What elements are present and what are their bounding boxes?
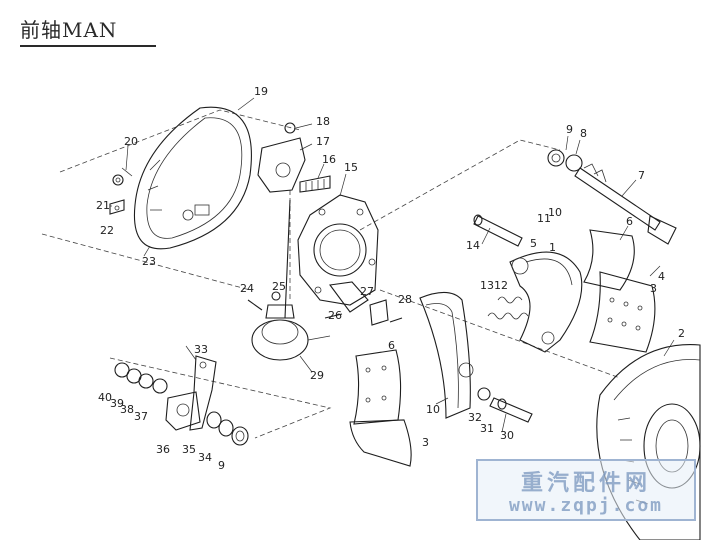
leader-line bbox=[339, 173, 347, 197]
callout-18: 18 bbox=[316, 115, 330, 128]
brake-lining-upper bbox=[583, 229, 656, 353]
callout-25: 25 bbox=[272, 280, 286, 293]
callout-17: 17 bbox=[316, 135, 330, 148]
callout-14: 14 bbox=[466, 239, 480, 252]
leader-line bbox=[565, 135, 569, 151]
callout-21: 21 bbox=[96, 199, 110, 212]
s-camshaft bbox=[547, 149, 677, 245]
brake-chamber bbox=[251, 199, 331, 361]
callout-23: 23 bbox=[142, 255, 156, 268]
leader-line bbox=[619, 225, 629, 241]
callout-11: 11 bbox=[537, 212, 551, 225]
callout-40: 40 bbox=[98, 391, 112, 404]
callout-12: 12 bbox=[494, 279, 508, 292]
callout-31: 31 bbox=[480, 422, 494, 435]
callout-24: 24 bbox=[240, 282, 254, 295]
callout-19: 19 bbox=[254, 85, 268, 98]
callout-9: 9 bbox=[566, 123, 573, 136]
callout-29: 29 bbox=[310, 369, 324, 382]
leader-line bbox=[143, 245, 151, 257]
callout-38: 38 bbox=[120, 403, 134, 416]
roller-pins bbox=[477, 387, 533, 423]
watermark-site-name: 重汽配件网 bbox=[520, 471, 651, 496]
slack-adjuster bbox=[165, 355, 217, 431]
leader-line bbox=[435, 397, 449, 405]
adjuster-washers bbox=[206, 411, 249, 446]
callout-32: 32 bbox=[468, 411, 482, 424]
callout-1: 1 bbox=[549, 241, 556, 254]
watermark-url: www.zqpj.com bbox=[508, 495, 664, 516]
spider-bracket-plate bbox=[324, 299, 403, 326]
chamber-fittings bbox=[247, 291, 281, 311]
callout-10-lower: 10 bbox=[426, 403, 440, 416]
callout-28: 28 bbox=[398, 293, 412, 306]
brake-spider bbox=[297, 194, 379, 313]
return-springs bbox=[487, 296, 529, 320]
callout-39: 39 bbox=[110, 397, 124, 410]
callout-33: 33 bbox=[194, 343, 208, 356]
brake-lining-lower bbox=[349, 349, 412, 467]
leader-line bbox=[649, 265, 661, 277]
leader-line bbox=[125, 145, 129, 171]
guide-line bbox=[59, 109, 301, 173]
callout-2: 2 bbox=[678, 327, 685, 340]
leader-line bbox=[299, 143, 313, 151]
callout-10: 10 bbox=[548, 206, 562, 219]
callout-4: 4 bbox=[658, 270, 665, 283]
dust-shield bbox=[133, 106, 252, 250]
guide-line bbox=[379, 289, 621, 379]
leader-line bbox=[295, 123, 313, 129]
callout-30: 30 bbox=[500, 429, 514, 442]
guide-line bbox=[359, 139, 561, 231]
camshaft-bracket bbox=[257, 122, 331, 193]
leader-line bbox=[317, 163, 325, 179]
shaft-washers bbox=[114, 362, 168, 394]
brake-shoe-lower bbox=[419, 291, 474, 419]
callout-16: 16 bbox=[322, 153, 336, 166]
page-title: 前轴MAN bbox=[20, 18, 118, 42]
leader-line bbox=[663, 339, 675, 357]
callout-8: 8 bbox=[580, 127, 587, 140]
anchor-pin bbox=[473, 214, 523, 247]
leader-line bbox=[299, 355, 313, 373]
callout-6: 6 bbox=[626, 215, 633, 228]
callout-37: 37 bbox=[134, 410, 148, 423]
callout-3-lower: 3 bbox=[422, 436, 429, 449]
callout-3: 3 bbox=[650, 282, 657, 295]
callout-5: 5 bbox=[530, 237, 537, 250]
callout-20: 20 bbox=[124, 135, 138, 148]
callout-13: 13 bbox=[480, 279, 494, 292]
leader-line bbox=[575, 139, 581, 155]
callout-34: 34 bbox=[198, 451, 212, 464]
title-underline bbox=[20, 45, 156, 47]
leader-line bbox=[237, 97, 255, 111]
callout-26: 26 bbox=[328, 309, 342, 322]
callout-27: 27 bbox=[360, 285, 374, 298]
leader-line bbox=[501, 413, 507, 433]
callout-9-lower: 9 bbox=[218, 459, 225, 472]
brake-shoe-upper bbox=[509, 251, 583, 353]
shield-fasteners bbox=[109, 167, 133, 215]
guide-line bbox=[41, 233, 251, 291]
leader-line bbox=[185, 345, 197, 361]
callout-36: 36 bbox=[156, 443, 170, 456]
callout-7: 7 bbox=[638, 169, 645, 182]
callout-35: 35 bbox=[182, 443, 196, 456]
leader-line bbox=[481, 227, 491, 245]
guide-line bbox=[109, 357, 332, 439]
watermark: 重汽配件网 www.zqpj.com bbox=[476, 459, 696, 521]
callout-6-lower: 6 bbox=[388, 339, 395, 352]
callout-15: 15 bbox=[344, 161, 358, 174]
callout-22: 22 bbox=[100, 224, 114, 237]
leader-line bbox=[621, 179, 637, 197]
